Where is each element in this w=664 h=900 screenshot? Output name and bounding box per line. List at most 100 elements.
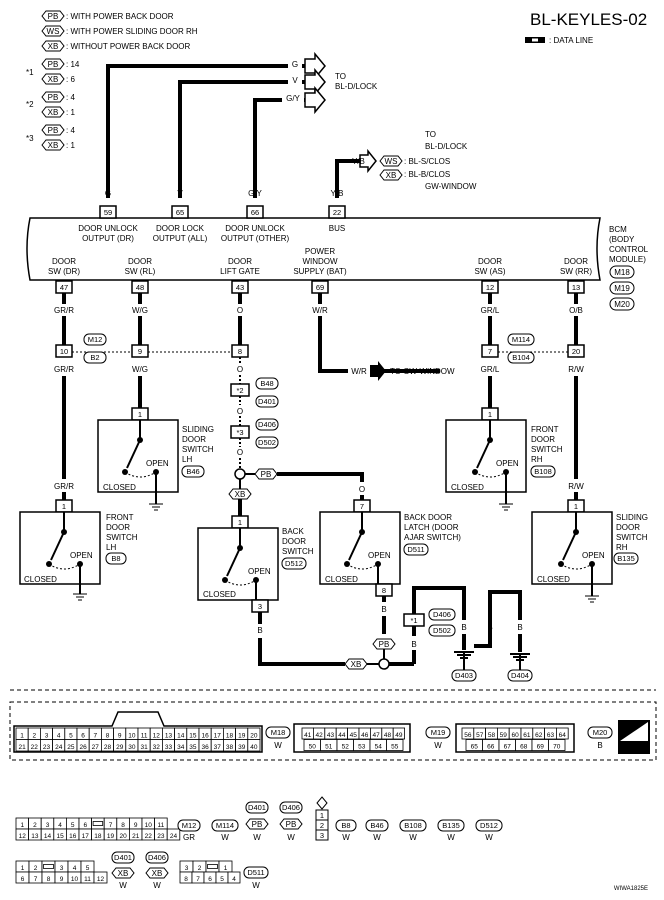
bcm-top-pins: G 59 DOOR UNLOCK OUTPUT (DR) V 65 DOOR L…: [78, 189, 346, 243]
pin-cell: 10: [145, 822, 153, 829]
svg-text:M114: M114: [216, 821, 234, 830]
svg-text:CLOSED: CLOSED: [537, 575, 570, 584]
svg-text:PB: PB: [48, 126, 59, 135]
svg-text:XB: XB: [48, 42, 59, 51]
pin-cell: 18: [94, 833, 102, 840]
pin-cell: 36: [201, 744, 209, 751]
svg-text:G: G: [292, 60, 298, 69]
svg-text:65: 65: [176, 208, 184, 217]
svg-text:B: B: [517, 623, 522, 632]
svg-text:O: O: [237, 407, 243, 416]
legend: PB : WITH POWER BACK DOOR WS : WITH POWE…: [26, 10, 198, 151]
svg-text:W: W: [342, 833, 350, 842]
svg-text:D406: D406: [258, 420, 276, 429]
svg-text:(BODY: (BODY: [609, 235, 635, 244]
svg-text:*2: *2: [26, 100, 34, 109]
pin-cell: 13: [165, 732, 173, 739]
svg-text:D406: D406: [148, 853, 166, 862]
pin-cell: 14: [177, 732, 185, 739]
svg-text:O: O: [359, 485, 365, 494]
svg-text:B: B: [411, 640, 416, 649]
svg-text:*2: *2: [236, 386, 243, 395]
svg-text:*1: *1: [410, 616, 417, 625]
svg-text:W/R: W/R: [351, 367, 367, 376]
svg-text:LATCH (DOOR: LATCH (DOOR: [404, 523, 459, 532]
pin-cell: 4: [58, 822, 62, 829]
joint-connectors: 10 9 8 7 20 M12 B2 M114 B104 GR/R W/G GR…: [54, 333, 585, 374]
svg-text:B48: B48: [260, 379, 273, 388]
svg-text:SUPPLY (BAT): SUPPLY (BAT): [293, 267, 347, 276]
svg-text:M18: M18: [614, 268, 630, 277]
pin-cell: 64: [559, 732, 567, 739]
svg-text:OPEN: OPEN: [146, 459, 169, 468]
ground-section: B XB B B PB *1 D406 D502 B D403 B B: [257, 586, 533, 682]
svg-text:DOOR UNLOCK: DOOR UNLOCK: [225, 224, 285, 233]
svg-text:XB: XB: [235, 490, 246, 499]
svg-text:O: O: [237, 448, 243, 457]
svg-text:XB: XB: [351, 660, 362, 669]
svg-text:CONTROL: CONTROL: [609, 245, 649, 254]
svg-text:CLOSED: CLOSED: [203, 590, 236, 599]
svg-text:DOOR: DOOR: [478, 257, 502, 266]
svg-text:9: 9: [138, 347, 142, 356]
svg-text:7: 7: [488, 347, 492, 356]
svg-text:B46: B46: [370, 821, 383, 830]
svg-text:PB: PB: [379, 640, 390, 649]
pin-cell: 21: [132, 833, 140, 840]
svg-text:*1: *1: [26, 68, 34, 77]
pin-cell: 14: [44, 833, 52, 840]
svg-text:BL-D/LOCK: BL-D/LOCK: [335, 82, 378, 91]
svg-text:DOOR: DOOR: [106, 523, 130, 532]
svg-text:43: 43: [236, 283, 244, 292]
pin-cell: 5: [86, 865, 90, 872]
pin-cell: 6: [208, 876, 212, 883]
pin-cell: 50: [309, 743, 317, 750]
svg-text:FRONT: FRONT: [531, 425, 559, 434]
m19-label: M19 W: [425, 726, 451, 750]
svg-text:BCM: BCM: [609, 225, 627, 234]
pin-cell: 38: [226, 744, 234, 751]
svg-text:D401: D401: [258, 397, 276, 406]
bcm-down-wires: [62, 293, 578, 373]
svg-text:H.S.: H.S.: [626, 744, 642, 753]
pin-65: V 65 DOOR LOCK OUTPUT (ALL): [153, 189, 208, 243]
svg-text:W: W: [447, 833, 455, 842]
svg-text:XB: XB: [48, 108, 59, 117]
svg-text:PB: PB: [48, 93, 59, 102]
m12-label: M12 GR: [177, 819, 201, 842]
svg-text:D502: D502: [258, 438, 276, 447]
svg-text:SW (RL): SW (RL): [125, 267, 156, 276]
svg-text:O: O: [237, 365, 243, 374]
svg-text:PB: PB: [261, 470, 272, 479]
pin-cell: 24: [170, 833, 178, 840]
svg-text:W: W: [253, 833, 261, 842]
svg-text:CLOSED: CLOSED: [103, 483, 136, 492]
pin-cell: 60: [511, 732, 519, 739]
svg-text:GW-WINDOW: GW-WINDOW: [425, 182, 477, 191]
svg-text:DOOR: DOOR: [52, 257, 76, 266]
conn-b104: B104: [507, 351, 535, 364]
pin-cell: 25: [67, 744, 75, 751]
svg-text:SWITCH: SWITCH: [106, 533, 138, 542]
svg-text:M19: M19: [614, 284, 630, 293]
svg-text:47: 47: [60, 283, 68, 292]
svg-text:XB: XB: [386, 171, 397, 180]
svg-text:OPEN: OPEN: [582, 551, 605, 560]
svg-text:BACK: BACK: [282, 527, 304, 536]
svg-text:OUTPUT (ALL): OUTPUT (ALL): [153, 234, 208, 243]
pin-cell: 8: [47, 876, 51, 883]
svg-text:Y/B: Y/B: [331, 189, 344, 198]
svg-text:POWER: POWER: [305, 247, 335, 256]
switch-back-latch: 7 OPEN CLOSED 8 BACK DOOR LATCH (DOOR AJ…: [319, 499, 461, 597]
pin-cell: 47: [372, 732, 380, 739]
svg-text:M18: M18: [271, 728, 286, 737]
pin-cell: 35: [189, 744, 197, 751]
svg-text:W/G: W/G: [132, 306, 148, 315]
pin-cell: 1: [20, 732, 24, 739]
pin-59: G 59 DOOR UNLOCK OUTPUT (DR): [78, 189, 138, 243]
svg-text:DOOR: DOOR: [531, 435, 555, 444]
pin-cell: 5: [71, 822, 75, 829]
svg-text:G/Y: G/Y: [286, 94, 300, 103]
